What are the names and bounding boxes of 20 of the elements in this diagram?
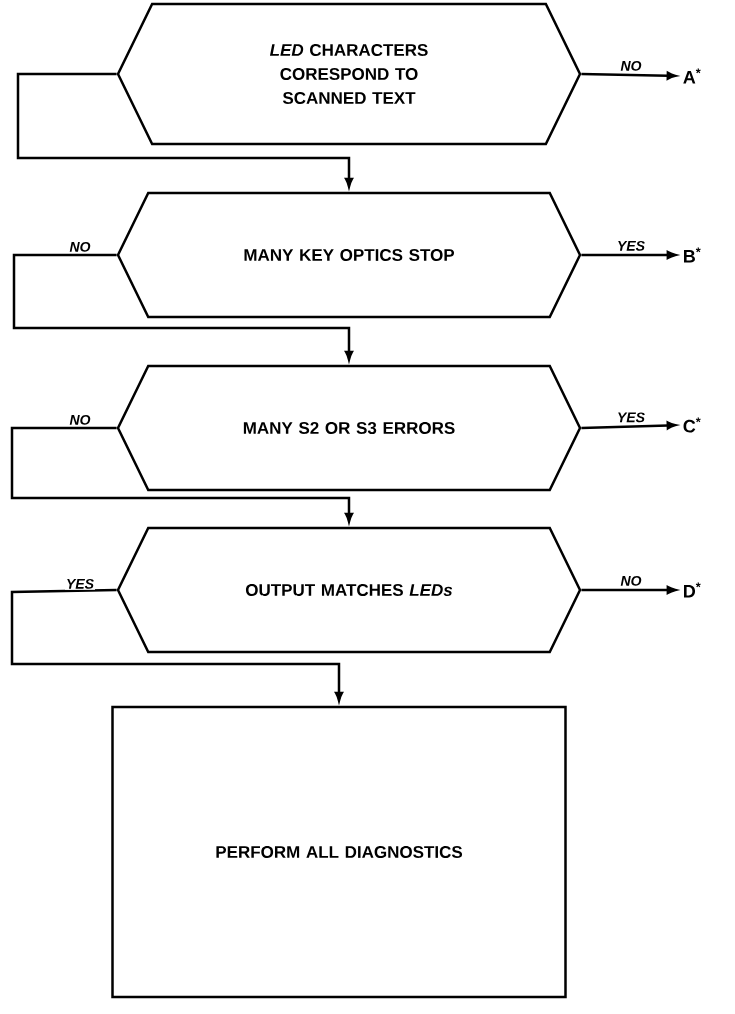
edge-label: NO [68, 240, 92, 253]
process-box: PERFORM ALL DIAGNOSTICS [111, 705, 567, 999]
arrow [581, 250, 677, 260]
connector-label: A$^{*}$ [683, 68, 701, 84]
decision-hexagon: MANY KEY OPTICS STOP [116, 191, 582, 319]
arrow [581, 421, 677, 430]
connector-label: C$^{*}$ [683, 417, 701, 433]
edge-label: YES [616, 239, 646, 252]
decision-hexagon: LED CHARACTERS CORESPOND TO SCANNED TEXT [116, 2, 582, 146]
edge-label: YES [65, 577, 95, 590]
arrow [581, 71, 677, 80]
edge-label: NO [619, 59, 643, 72]
edge-label: YES [616, 411, 646, 424]
decision-hexagon: MANY S2 OR S3 ERRORS [116, 364, 582, 492]
arrow [581, 585, 677, 595]
edge-label: NO [619, 574, 643, 587]
connector-label: B$^{*}$ [684, 247, 701, 263]
edge-label: NO [68, 413, 92, 426]
decision-hexagon: OUTPUT MATCHES LEDs [116, 526, 582, 654]
connector-label: D$^{*}$ [684, 582, 701, 598]
